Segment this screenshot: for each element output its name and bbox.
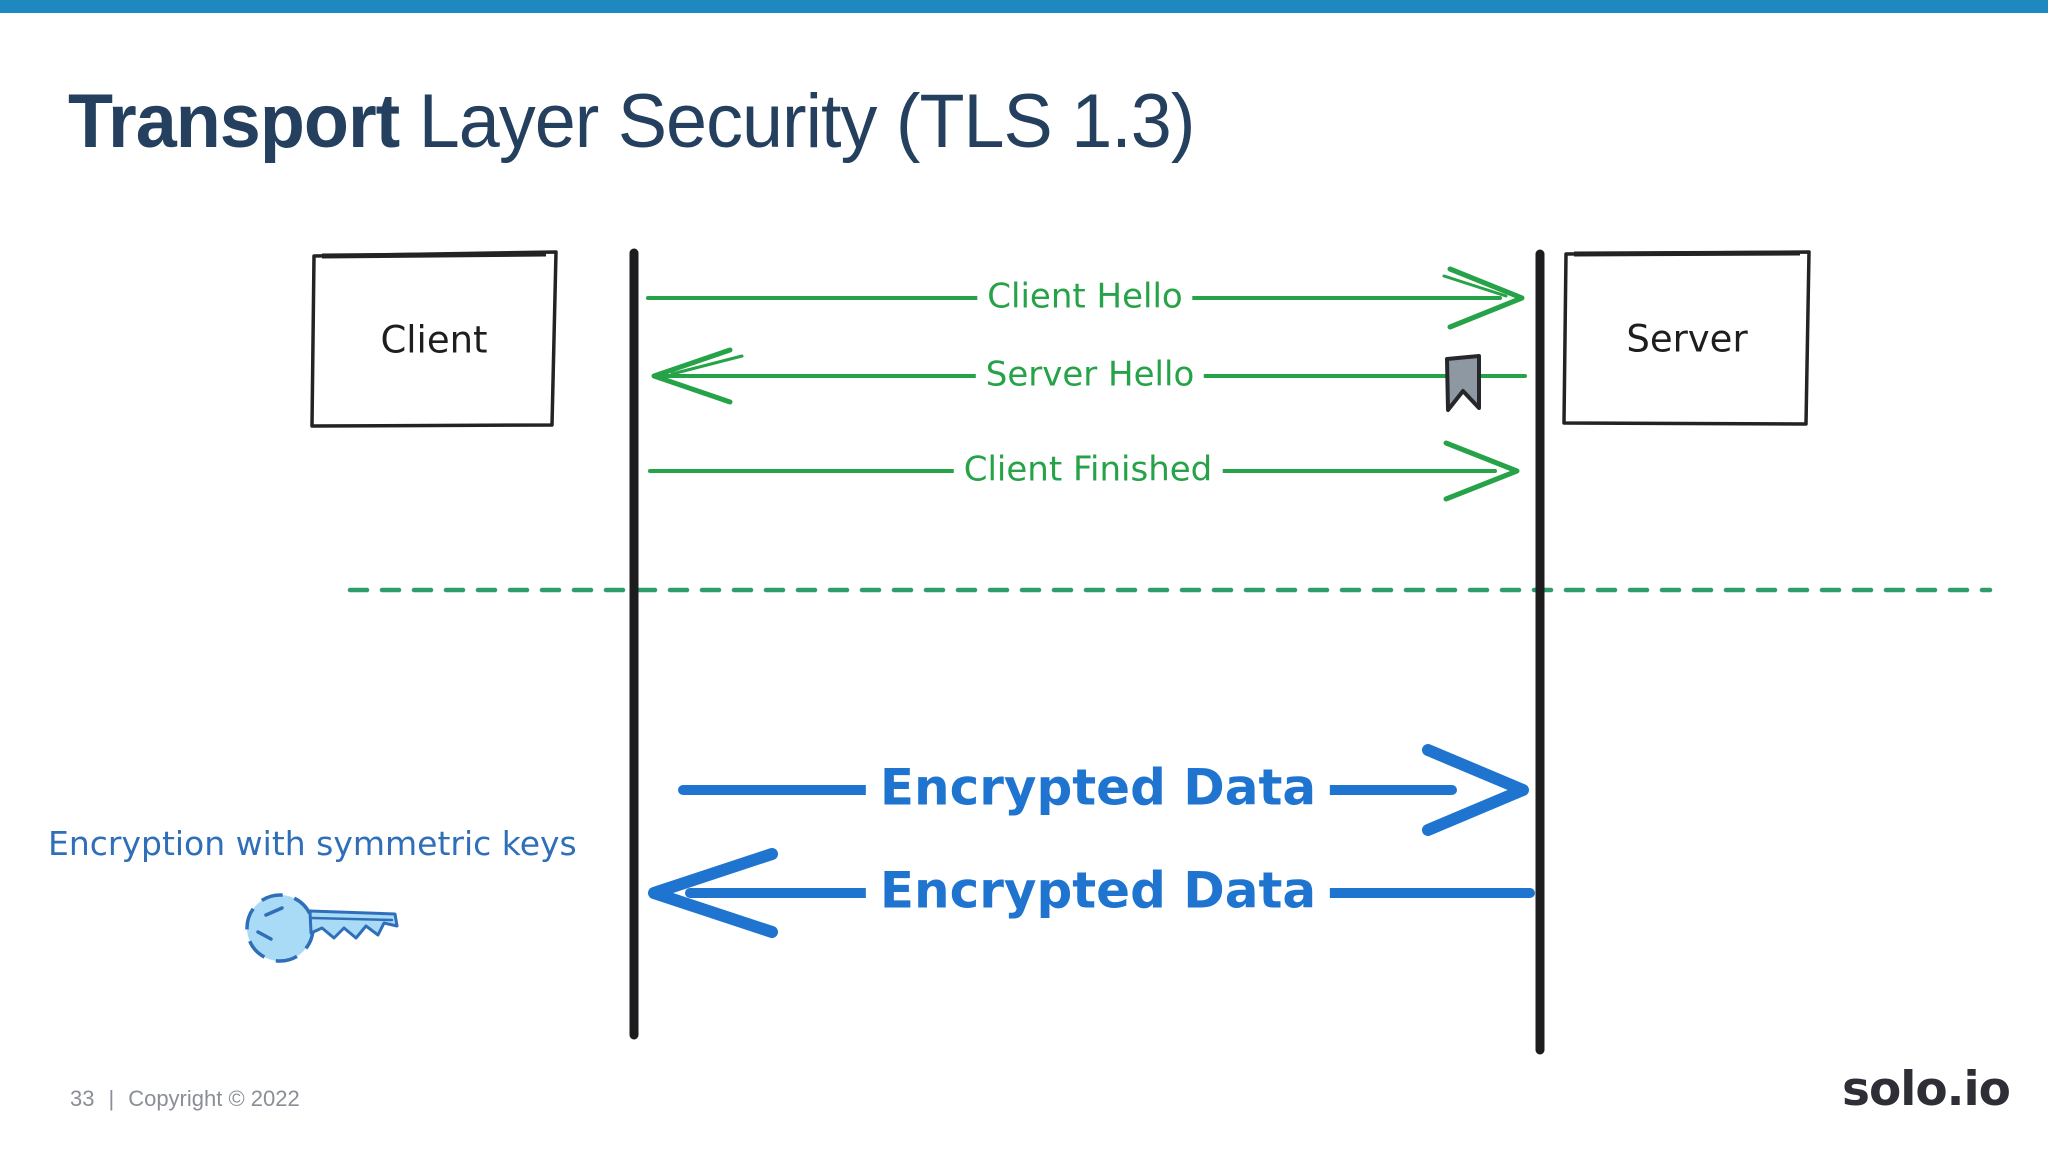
annotation-symmetric-keys: Encryption with symmetric keys: [48, 824, 577, 863]
bookmark-icon: [1445, 354, 1481, 412]
message-label-encrypted-data-1: Encrypted Data: [865, 760, 1331, 816]
message-label-client-finished: Client Finished: [953, 451, 1223, 489]
key-icon: [245, 893, 399, 963]
page-title-rest: Layer Security (TLS 1.3): [399, 79, 1196, 164]
client-box: [310, 250, 558, 428]
message-label-encrypted-data-2: Encrypted Data: [865, 863, 1331, 919]
page-title: Transport Layer Security (TLS 1.3): [68, 78, 1196, 165]
slide-footer: 33 | Copyright © 2022: [70, 1086, 300, 1112]
message-label-client-hello: Client Hello: [977, 278, 1193, 316]
page-number: 33: [70, 1086, 95, 1111]
server-box: [1562, 250, 1811, 426]
solo-io-logo: solo.io: [1842, 1062, 2011, 1117]
actor-label-client: Client: [380, 318, 488, 362]
message-label-server-hello: Server Hello: [975, 356, 1205, 394]
page-title-bold: Transport: [68, 79, 400, 164]
actor-label-server: Server: [1626, 317, 1748, 361]
top-accent-bar: [0, 0, 2048, 13]
copyright-text: Copyright © 2022: [128, 1086, 300, 1111]
footer-separator: |: [108, 1086, 115, 1111]
